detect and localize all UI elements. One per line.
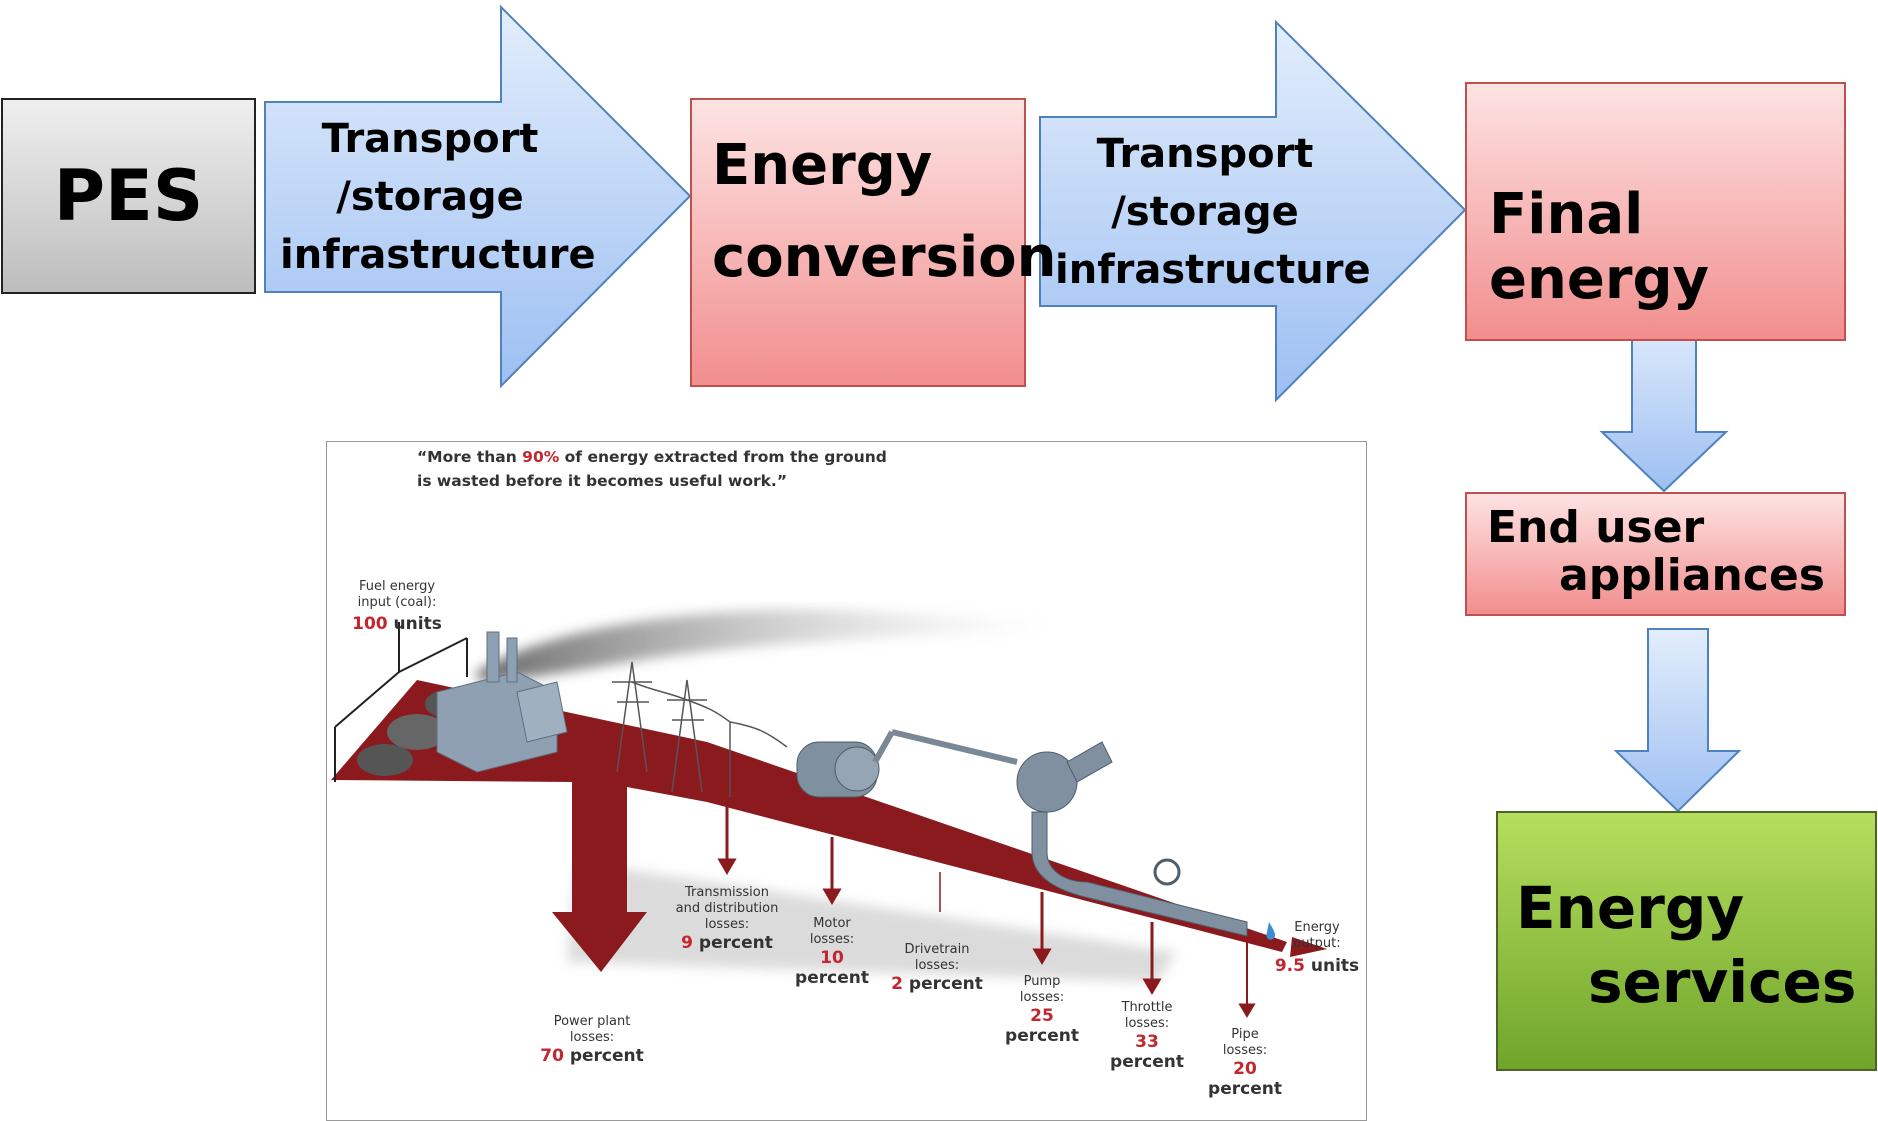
smoke (477, 609, 1047, 681)
loss-unit: percent (795, 968, 869, 988)
loss-label: Pump (1023, 974, 1061, 989)
arrow2-line3: infrastructure (1055, 247, 1371, 293)
arrow-transport-1 (264, 4, 692, 389)
conversion-line2: conversion (712, 225, 1057, 290)
arrow1-line1: Transport (321, 116, 539, 162)
loss-label: Power plant (553, 1014, 631, 1029)
fuel-unit: units (387, 614, 442, 634)
transport-storage-label-2: Transport /storage infrastructure (1055, 125, 1371, 299)
arrow2-line2: /storage (1111, 189, 1299, 235)
final-energy-box: Final energy (1465, 82, 1846, 341)
loss-motor: Motor losses: 10 percent (782, 916, 882, 988)
loss-label: losses: (809, 932, 855, 947)
loss-label: Motor (813, 916, 851, 931)
energy-loss-illustration: “More than 90% of energy extracted from … (326, 441, 1367, 1121)
output-value: 9.5 (1274, 956, 1305, 976)
loss-label: and distribution (675, 901, 779, 916)
fuel-input-value: 100 units (342, 614, 452, 634)
end-user-line2: appliances (1559, 550, 1825, 601)
energy-output-value: 9.5 units (1272, 956, 1362, 976)
loss-value: 33 (1135, 1032, 1159, 1052)
ground-shadow (567, 862, 1177, 982)
loss-label: losses: (914, 958, 960, 973)
fuel-input-label: Fuel energy input (coal): (342, 579, 452, 611)
loss-label: losses: (1019, 990, 1065, 1005)
loss-unit: percent (693, 933, 773, 953)
fuel-label-line2: input (coal): (357, 595, 437, 610)
quote-open: “More than (417, 448, 523, 466)
loss-value: 9 (681, 933, 693, 953)
energy-conversion-box: Energy conversion (690, 98, 1057, 387)
sankey-illustration (331, 609, 1327, 1018)
quote-rest: of energy extracted from the ground (559, 448, 887, 466)
loss-value: 70 (540, 1046, 564, 1066)
pes-label: PES (53, 155, 204, 237)
arrow1-line2: /storage (336, 174, 524, 220)
arrow2-line1: Transport (1096, 131, 1314, 177)
loss-label: losses: (569, 1030, 615, 1045)
fuel-bracket (334, 622, 400, 728)
transport-storage-label-1: Transport /storage infrastructure (280, 110, 596, 284)
quote: “More than 90% of energy extracted from … (417, 445, 937, 493)
loss-transmission: Transmission and distribution losses: 9 … (662, 885, 792, 953)
loss-label: Drivetrain (904, 942, 970, 957)
services-line2: services (1588, 948, 1857, 1016)
loss-pump: Pump losses: 25 percent (992, 974, 1092, 1046)
output-arrowhead (1290, 937, 1327, 957)
energy-services-box: Energy services (1496, 811, 1877, 1071)
drivetrain (872, 729, 1018, 765)
coal-pile (357, 744, 413, 776)
energy-output-label: Energy output: (1277, 920, 1357, 952)
loss-unit: percent (1110, 1052, 1184, 1072)
loss-unit: percent (563, 1046, 644, 1066)
loss-power-plant: Power plant losses: 70 percent (522, 1014, 662, 1066)
loss-value: 2 (891, 974, 903, 994)
output-unit: units (1304, 956, 1360, 976)
loss-unit: percent (1005, 1026, 1079, 1046)
loss-label: losses: (704, 917, 750, 932)
final-energy-label: Final energy (1489, 182, 1710, 312)
fuel-label-line1: Fuel energy (358, 579, 436, 594)
loss-unit: percent (1208, 1079, 1282, 1099)
pump (1016, 741, 1248, 937)
services-line1: Energy (1516, 874, 1745, 942)
arrow1-line3: infrastructure (280, 232, 596, 278)
loss-drivetrain: Drivetrain losses: 2 percent (887, 942, 987, 994)
arrow-transport-2 (1039, 19, 1467, 403)
pes-box: PES (1, 98, 256, 294)
water-drop (1266, 922, 1276, 940)
loss-value: 10 (820, 948, 844, 968)
quote-line2: is wasted before it becomes useful work.… (417, 472, 788, 490)
loss-label: Throttle (1121, 1000, 1173, 1015)
motor (796, 741, 880, 798)
energy-flow-band (331, 680, 1287, 972)
end-user-box: End user appliances (1465, 492, 1846, 616)
loss-label: Transmission (685, 885, 769, 900)
loss-unit: percent (903, 974, 983, 994)
output-label-line2: output: (1293, 936, 1341, 951)
loss-pipe: Pipe losses: 20 percent (1195, 1027, 1295, 1099)
loss-value: 25 (1030, 1006, 1054, 1026)
conversion-line1: Energy (712, 133, 933, 198)
loss-value: 20 (1233, 1059, 1257, 1079)
loss-throttle: Throttle losses: 33 percent (1097, 1000, 1197, 1072)
output-label-line1: Energy (1294, 920, 1340, 935)
loss-label: losses: (1124, 1016, 1170, 1031)
quote-pct: 90% (522, 448, 560, 466)
arrow-down-2 (1613, 628, 1742, 813)
loss-label: losses: (1222, 1043, 1268, 1058)
end-user-line1: End user (1487, 502, 1705, 553)
power-plant (436, 631, 568, 773)
fuel-value: 100 (352, 614, 388, 634)
transmission-towers (612, 661, 788, 797)
loss-label: Pipe (1231, 1027, 1259, 1042)
